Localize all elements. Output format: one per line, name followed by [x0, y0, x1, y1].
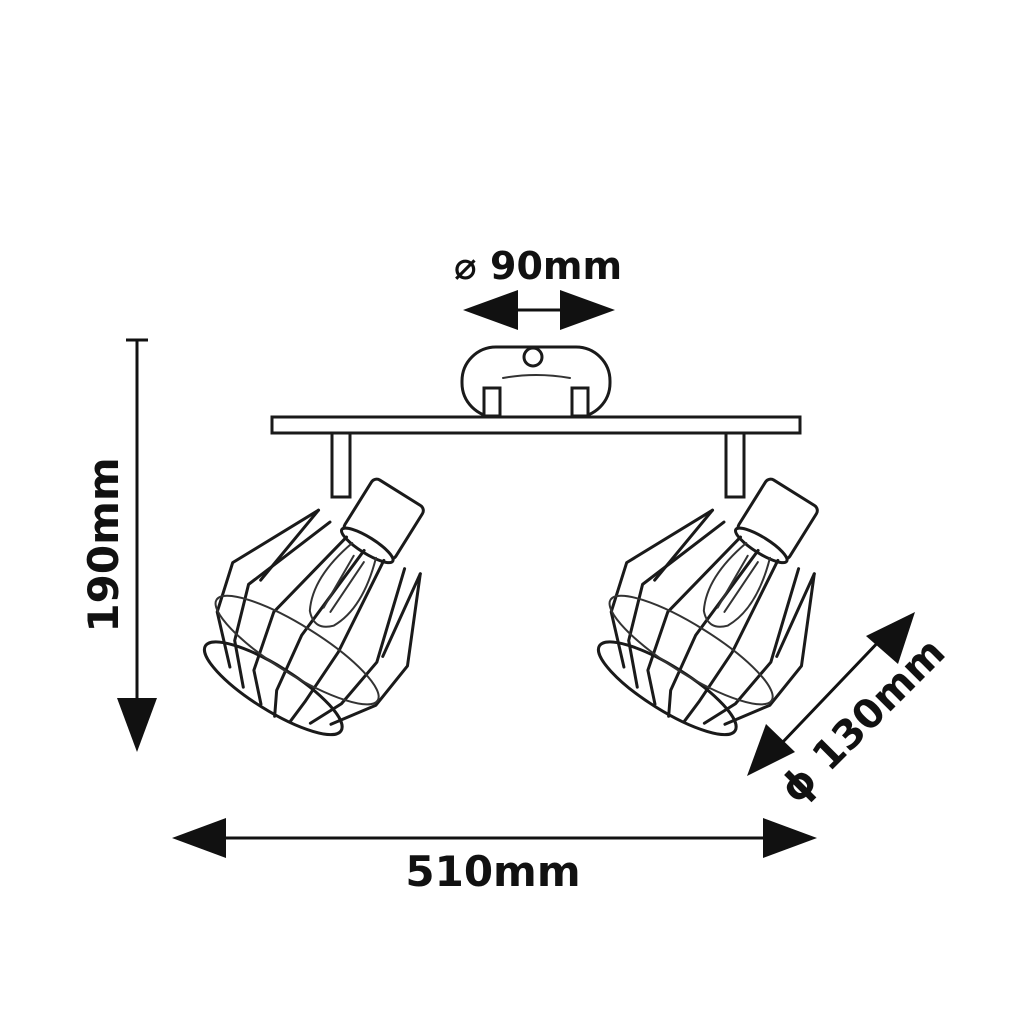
arrow-down-left-icon	[747, 724, 795, 776]
mounting-bar	[270, 415, 802, 435]
left-spotlight	[202, 431, 425, 737]
ceiling-canopy	[460, 345, 612, 419]
width-label: 510mm	[405, 847, 580, 896]
height-dimension: 190mm	[79, 338, 157, 752]
arrow-left-icon	[172, 818, 226, 858]
right-spotlight	[596, 431, 819, 737]
height-label: 190mm	[79, 457, 128, 632]
arrow-down-icon	[117, 698, 157, 752]
arrow-up-right-icon	[866, 612, 915, 664]
canopy-diameter-dimension: ⌀ 90mm	[454, 244, 622, 330]
arrow-right-icon	[763, 818, 817, 858]
canopy-screw	[522, 346, 544, 368]
arrow-right-icon	[560, 290, 615, 330]
width-dimension: 510mm	[172, 818, 817, 896]
canopy-diameter-label: ⌀ 90mm	[454, 244, 622, 288]
arrow-left-icon	[463, 290, 518, 330]
